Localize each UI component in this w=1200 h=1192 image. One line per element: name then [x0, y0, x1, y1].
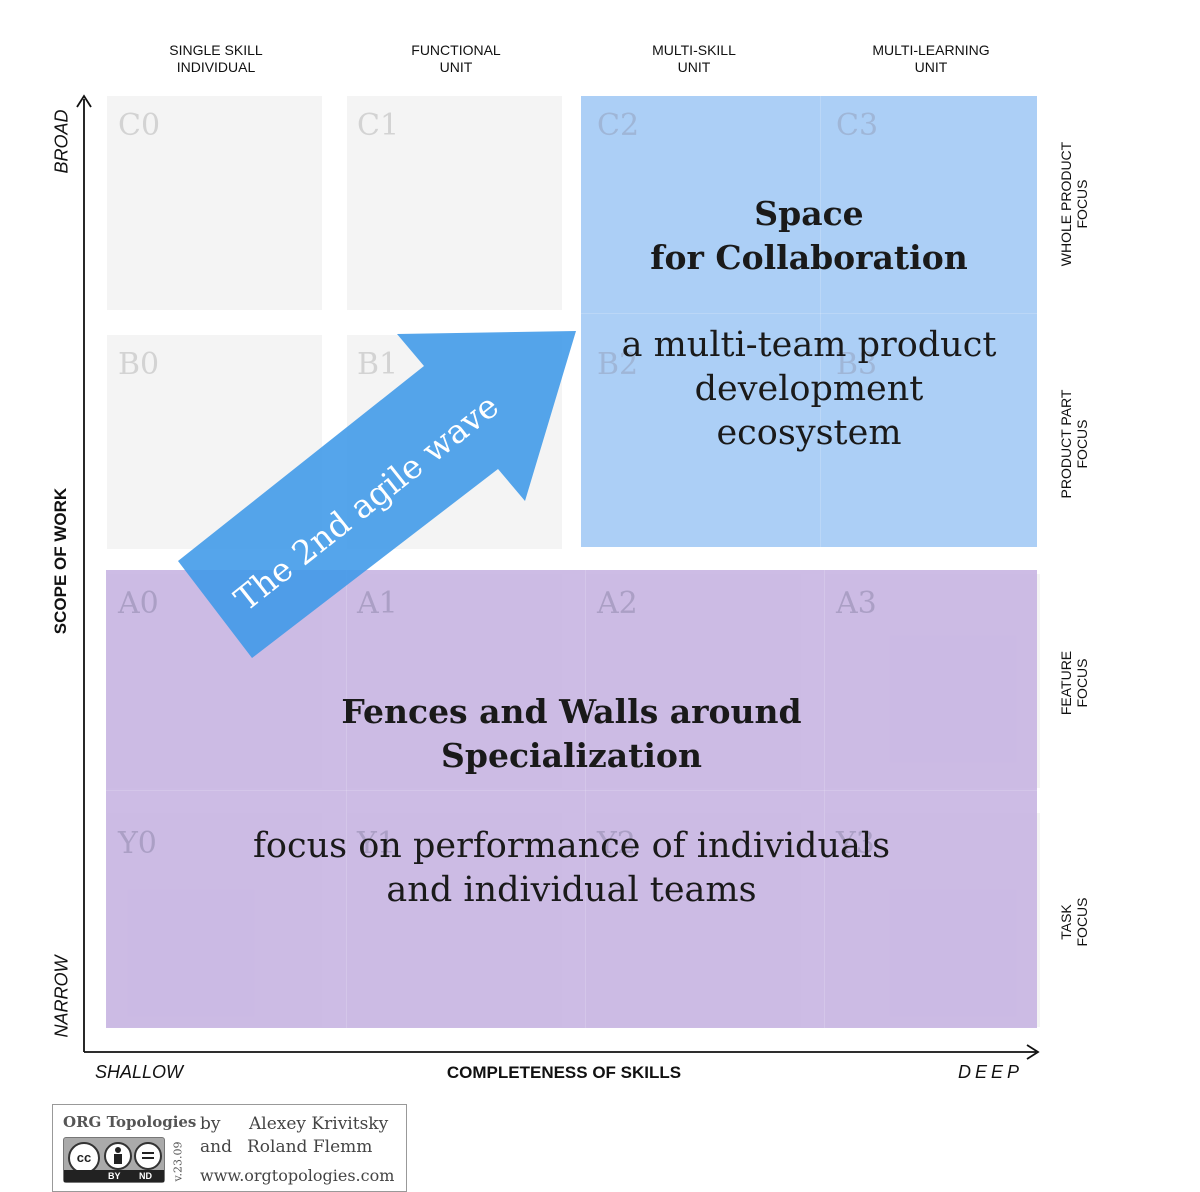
- specialization-title-line: Fences and Walls around: [341, 692, 802, 731]
- cell-label-b0: B0: [118, 347, 160, 382]
- license-strip: BY ND: [64, 1170, 164, 1182]
- cell-divider: [106, 790, 1037, 791]
- license-by: BY: [108, 1171, 121, 1181]
- cell-divider: [346, 570, 347, 1028]
- column-header-line: UNIT: [914, 59, 948, 75]
- cell-divider: [820, 96, 821, 547]
- column-header-line: SINGLE SKILL: [169, 42, 263, 58]
- y-axis-title: SCOPE OF WORK: [51, 487, 70, 635]
- no-derivatives-icon: [134, 1142, 162, 1170]
- specialization-title: Fences and Walls around Specialization: [106, 690, 1037, 778]
- specialization-description-line: focus on performance of individuals: [252, 826, 891, 866]
- equals-bar: [142, 1157, 154, 1159]
- column-header-line: UNIT: [677, 59, 711, 75]
- row-header-feature: FEATURE FOCUS: [1058, 603, 1090, 763]
- cell-divider: [824, 570, 825, 1028]
- collaboration-title: Space for Collaboration: [581, 192, 1037, 280]
- collaboration-description: a multi-team product development ecosyst…: [581, 323, 1037, 455]
- collaboration-description-line: ecosystem: [716, 413, 902, 453]
- x-axis-arrowhead: [1026, 1044, 1040, 1060]
- column-header-multi-learning: MULTI-LEARNING UNIT: [831, 42, 1031, 76]
- collaboration-title-line: Space: [754, 194, 864, 233]
- specialization-description: focus on performance of individuals and …: [106, 824, 1037, 912]
- cell-label-c0: C0: [118, 108, 161, 143]
- column-header-multi-skill: MULTI-SKILL UNIT: [594, 42, 794, 76]
- column-header-line: INDIVIDUAL: [176, 59, 256, 75]
- license-nd: ND: [139, 1171, 152, 1181]
- cell-label-b1: B1: [357, 347, 399, 382]
- collaboration-description-line: a multi-team product: [621, 325, 997, 365]
- row-header-product-part: PRODUCT PART FOCUS: [1058, 364, 1090, 524]
- cell-c1: [347, 96, 562, 310]
- cell-label-a1: A1: [357, 586, 398, 621]
- row-header-line: TASK: [1058, 904, 1074, 940]
- y-axis-arrowhead: [76, 94, 92, 108]
- cell-divider: [585, 570, 586, 1028]
- cell-label-y0: Y0: [118, 826, 157, 861]
- x-axis-left-label: SHALLOW: [95, 1062, 184, 1082]
- column-header-line: MULTI-LEARNING: [872, 42, 990, 58]
- row-header-line: PRODUCT PART: [1058, 389, 1074, 499]
- collaboration-title-line: for Collaboration: [650, 238, 968, 277]
- cell-label-y1: Y1: [357, 826, 396, 861]
- x-axis-right-label: DEEP: [958, 1062, 1024, 1082]
- column-header-single-skill: SINGLE SKILL INDIVIDUAL: [116, 42, 316, 76]
- row-header-line: FOCUS: [1074, 179, 1090, 229]
- and-label: and: [200, 1137, 232, 1157]
- version-label: v.23.09: [171, 1141, 185, 1182]
- attribution-person-icon: [104, 1142, 132, 1170]
- row-header-whole-product: WHOLE PRODUCT FOCUS: [1058, 124, 1090, 284]
- person-head: [115, 1147, 121, 1153]
- column-header-line: FUNCTIONAL: [411, 42, 501, 58]
- column-header-line: UNIT: [439, 59, 473, 75]
- author-2: Roland Flemm: [247, 1137, 373, 1157]
- row-header-task: TASK FOCUS: [1058, 842, 1090, 1002]
- column-header-line: MULTI-SKILL: [652, 42, 736, 58]
- cell-label-c2: C2: [597, 108, 640, 143]
- cell-label-c1: C1: [357, 108, 400, 143]
- row-header-line: FEATURE: [1058, 650, 1074, 716]
- equals-bar: [142, 1152, 154, 1154]
- specialization-title-line: Specialization: [441, 736, 702, 775]
- website-link[interactable]: www.orgtopologies.com: [200, 1166, 395, 1185]
- cell-label-c3: C3: [836, 108, 879, 143]
- cell-divider: [581, 313, 1037, 314]
- row-header-line: FOCUS: [1074, 419, 1090, 469]
- collaboration-description-line: development: [694, 369, 924, 409]
- cell-label-b3: B3: [836, 347, 878, 382]
- collaboration-zone: [581, 96, 1037, 547]
- attribution-box: ORG Topologies by Alexey Krivitsky and R…: [52, 1104, 407, 1192]
- cell-c0: [107, 96, 322, 310]
- arrow-shape: [178, 331, 576, 658]
- cc-license-badge: cc BY ND: [63, 1137, 165, 1183]
- row-header-line: WHOLE PRODUCT: [1058, 141, 1074, 267]
- x-axis-title: COMPLETENESS OF SKILLS: [446, 1063, 682, 1082]
- row-header-line: FOCUS: [1074, 658, 1090, 708]
- cell-label-y2: Y2: [597, 826, 636, 861]
- cell-label-a3: A3: [836, 586, 877, 621]
- cell-label-y3: Y3: [836, 826, 875, 861]
- author-1: Alexey Krivitsky: [249, 1114, 389, 1134]
- y-axis-top-label: BROAD: [51, 109, 72, 174]
- by-label: by: [200, 1114, 221, 1134]
- cell-label-b2: B2: [597, 347, 639, 382]
- row-header-line: FOCUS: [1074, 897, 1090, 947]
- specialization-description-line: and individual teams: [386, 870, 757, 910]
- cell-label-a2: A2: [597, 586, 638, 621]
- y-axis-bottom-label: NARROW: [51, 955, 72, 1038]
- cell-label-a0: A0: [118, 586, 159, 621]
- person-body: [114, 1154, 122, 1164]
- cc-icon: cc: [68, 1142, 100, 1174]
- column-header-functional: FUNCTIONAL UNIT: [356, 42, 556, 76]
- brand-name: ORG Topologies: [63, 1113, 197, 1131]
